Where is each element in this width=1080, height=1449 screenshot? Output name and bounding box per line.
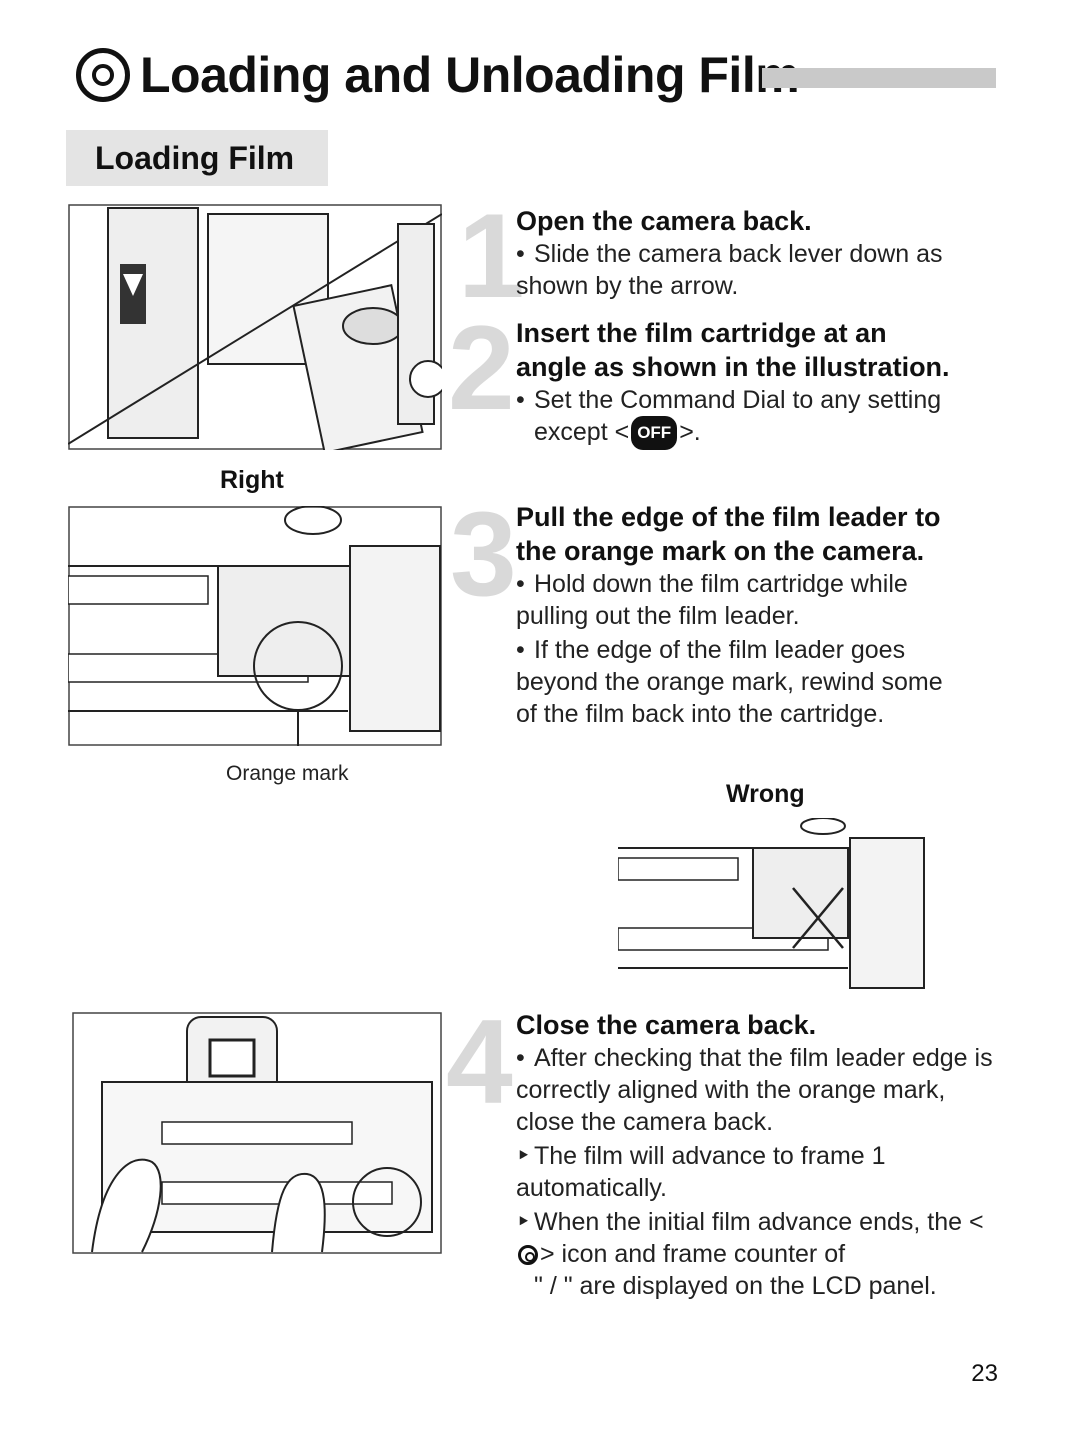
page-number: 23 (971, 1360, 998, 1387)
subtitle-background (66, 130, 328, 186)
step-4-bullet-2: ‣The film will advance to frame 1 automa… (516, 1142, 886, 1202)
close-camera-back-illustration (72, 1012, 442, 1254)
step-4-bullet-1: •After checking that the film leader edg… (516, 1044, 993, 1136)
right-label: Right (220, 466, 284, 494)
orange-mark-label: Orange mark (226, 762, 349, 785)
step-3-bullet-2: •If the edge of the film leader goes bey… (516, 636, 943, 728)
film-cartridge-icon (76, 48, 130, 102)
step-number-1: 1 (458, 189, 525, 323)
step-2-bullet: •Set the Command Dial to any setting exc… (516, 384, 996, 451)
title-rule (762, 68, 996, 88)
section-subtitle: Loading Film (95, 140, 295, 176)
off-icon: OFF (631, 416, 678, 451)
page-title-text: Loading and Unloading Film (140, 47, 800, 103)
step-3-heading-line-2: the orange mark on the camera. (516, 536, 925, 566)
step-1-bullet: •Slide the camera back lever down as sho… (516, 240, 943, 300)
step-number-4: 4 (446, 995, 513, 1129)
step-1-heading: Open the camera back. (516, 206, 812, 236)
step-4-bullet-3: ‣When the initial film advance ends, the… (516, 1208, 984, 1300)
step-number-3: 3 (450, 487, 517, 621)
page-title: Loading and Unloading Film (76, 46, 800, 104)
wrong-label: Wrong (726, 780, 805, 808)
step-2-heading-line-1: Insert the film cartridge at an (516, 318, 887, 348)
step-3-bullet-1: •Hold down the film cartridge while pull… (516, 570, 908, 630)
step-number-2: 2 (448, 301, 515, 435)
step-3-heading-line-1: Pull the edge of the film leader to (516, 502, 941, 532)
film-right-illustration (68, 506, 442, 746)
step-2-heading-line-2: angle as shown in the illustration. (516, 352, 950, 382)
camera-back-open-illustration (68, 204, 442, 450)
film-cartridge-small-icon (518, 1245, 538, 1266)
step-4-heading: Close the camera back. (516, 1010, 817, 1040)
film-wrong-illustration (618, 818, 926, 992)
